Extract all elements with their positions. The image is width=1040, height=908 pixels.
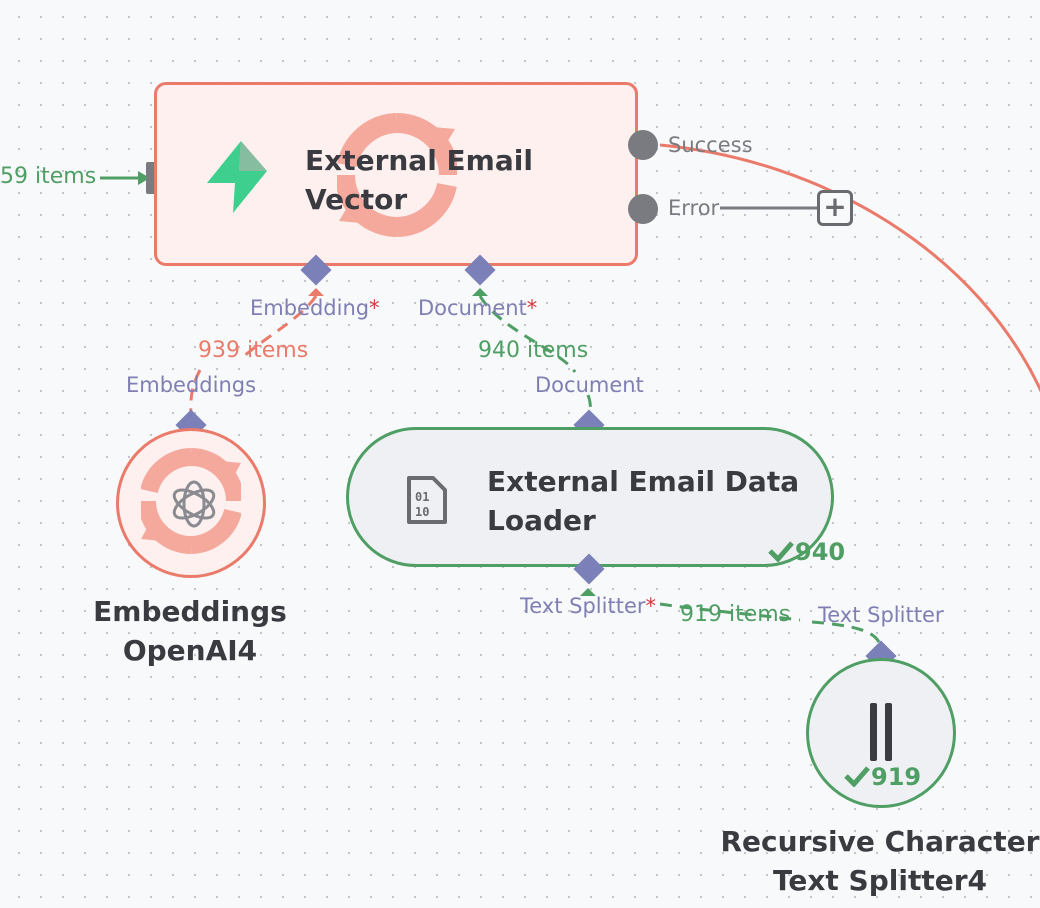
text-splitter-node[interactable]: 919 [806, 658, 956, 808]
document-port-label: Document* [418, 296, 538, 320]
embeddings-openai-node[interactable] [116, 428, 266, 578]
error-output-handle[interactable] [628, 194, 658, 224]
splitter-input-label: Text Splitter [818, 603, 944, 627]
running-spinner-icon [141, 448, 241, 554]
add-node-button[interactable]: + [817, 190, 853, 226]
data-loader-title: External Email Data Loader [487, 465, 800, 537]
embeddings-title: Embeddings OpenAI4 [93, 595, 287, 667]
loader-status-badge: 940 [767, 538, 845, 566]
binary-file-icon: 01 10 [407, 476, 447, 524]
document-item-count: 940 items [478, 338, 589, 363]
supabase-icon [207, 141, 267, 213]
embedding-item-count: 939 items [198, 338, 309, 363]
svg-text:01: 01 [415, 490, 429, 504]
vector-store-node[interactable]: External Email Vector [154, 82, 638, 266]
document-port-marker [472, 288, 488, 296]
loader-input-label: Document [535, 373, 644, 397]
splitter-port-marker [580, 588, 596, 596]
success-connection[interactable] [659, 143, 1040, 400]
success-output-label: Success [668, 133, 753, 157]
splitter-connection[interactable] [659, 602, 801, 622]
embeddings-output-label: Embeddings [126, 373, 257, 397]
success-output-handle[interactable] [628, 130, 658, 160]
splitter-item-count: 919 items [680, 602, 791, 627]
error-output-label: Error [668, 196, 720, 220]
check-icon [768, 541, 794, 563]
splitter-status-badge: 919 [843, 763, 921, 791]
incoming-arrowhead [138, 171, 150, 185]
vector-store-title: External Email Vector [305, 144, 533, 216]
loader-output-label: Text Splitter* [520, 594, 656, 618]
embedding-connection[interactable] [238, 295, 318, 362]
text-splitter-icon [870, 703, 892, 761]
check-icon [844, 766, 870, 788]
svg-text:10: 10 [415, 505, 429, 519]
openai-icon [172, 480, 216, 528]
text-splitter-title: Recursive Character Text Splitter4 [720, 825, 1040, 897]
running-spinner-icon [337, 113, 457, 237]
data-loader-node[interactable]: 01 10 External Email Data Loader 940 [346, 427, 845, 567]
incoming-item-count: 59 items [0, 164, 97, 189]
embedding-port-label: Embedding* [250, 296, 380, 320]
document-connection[interactable] [478, 295, 577, 373]
splitter-connection-lower[interactable] [811, 620, 882, 646]
embedding-port-marker [308, 288, 324, 296]
